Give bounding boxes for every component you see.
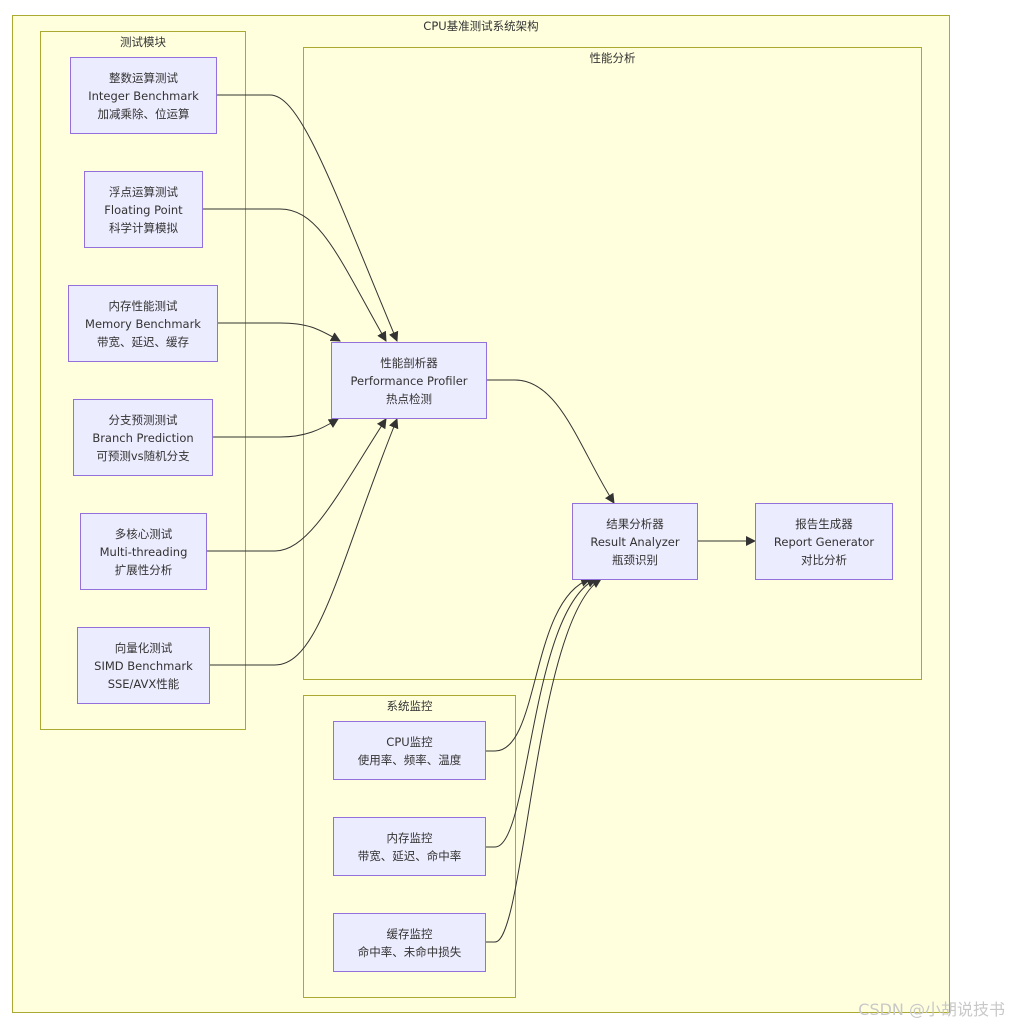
cluster-test-modules: 测试模块 [40, 31, 246, 730]
node-label-line: 扩展性分析 [114, 562, 173, 577]
node-floating-point[interactable]: 浮点运算测试 Floating Point 科学计算模拟 [84, 171, 203, 248]
node-label-line: 带宽、延迟、命中率 [357, 848, 462, 863]
node-label-line: 报告生成器 [795, 516, 853, 531]
node-result-analyzer[interactable]: 结果分析器 Result Analyzer 瓶颈识别 [572, 503, 698, 580]
node-label-line: 使用率、频率、温度 [357, 752, 462, 767]
node-multi-threading[interactable]: 多核心测试 Multi-threading 扩展性分析 [80, 513, 207, 590]
node-label-line: 内存性能测试 [108, 298, 178, 313]
node-label-line: SSE/AVX性能 [107, 676, 180, 691]
node-label-line: 性能剖析器 [380, 355, 438, 370]
node-label-line: 整数运算测试 [109, 70, 178, 85]
node-label-line: CPU监控 [386, 734, 433, 749]
node-label-line: 对比分析 [801, 552, 847, 567]
node-label-line: 向量化测试 [114, 640, 173, 655]
node-label-line: Integer Benchmark [88, 88, 199, 103]
node-label-line: 瓶颈识别 [612, 552, 658, 567]
node-cache-monitor[interactable]: 缓存监控命中率、未命中损失 [333, 913, 486, 972]
node-report-generator[interactable]: 报告生成器 Report Generator 对比分析 [755, 503, 893, 580]
node-label-line: 命中率、未命中损失 [357, 944, 462, 959]
node-label-line: Report Generator [773, 534, 875, 549]
watermark: CSDN @小胡说技书 [858, 1000, 1005, 1019]
node-performance-profiler[interactable]: 性能剖析器 Performance Profiler 热点检测 [331, 342, 487, 419]
node-label-line: 可预测vs随机分支 [96, 448, 190, 463]
cluster-test-modules-title: 测试模块 [120, 35, 166, 49]
node-label-line: Multi-threading [99, 544, 188, 559]
node-label-line: 加减乘除、位运算 [97, 106, 190, 121]
node-label-line: 多核心测试 [114, 526, 173, 541]
node-label-line: 科学计算模拟 [109, 220, 178, 235]
node-label-line: 分支预测测试 [108, 412, 178, 427]
node-label-line: 浮点运算测试 [109, 184, 178, 199]
diagram-title: CPU基准测试系统架构 [423, 19, 539, 33]
node-label-line: Branch Prediction [92, 430, 194, 445]
node-branch-prediction[interactable]: 分支预测测试 Branch Prediction 可预测vs随机分支 [73, 399, 213, 476]
node-label-line: Memory Benchmark [85, 316, 201, 331]
node-memory-benchmark[interactable]: 内存性能测试 Memory Benchmark 带宽、延迟、缓存 [68, 285, 218, 362]
node-label-line: Result Analyzer [590, 534, 680, 549]
node-cpu-monitor[interactable]: CPU监控使用率、频率、温度 [333, 721, 486, 780]
node-label-line: Floating Point [104, 202, 183, 217]
node-label-line: 缓存监控 [386, 926, 433, 941]
node-label-line: 内存监控 [386, 830, 433, 845]
node-label-line: Performance Profiler [350, 373, 468, 388]
node-label-line: 热点检测 [386, 391, 432, 406]
node-integer-benchmark[interactable]: 整数运算测试 Integer Benchmark 加减乘除、位运算 [70, 57, 217, 134]
node-memory-monitor[interactable]: 内存监控带宽、延迟、命中率 [333, 817, 486, 876]
cluster-system-monitor-title: 系统监控 [386, 699, 433, 713]
cluster-performance-analysis-title: 性能分析 [589, 51, 636, 65]
node-label-line: SIMD Benchmark [94, 658, 193, 673]
node-label-line: 带宽、延迟、缓存 [97, 334, 189, 349]
node-label-line: 结果分析器 [606, 516, 664, 531]
